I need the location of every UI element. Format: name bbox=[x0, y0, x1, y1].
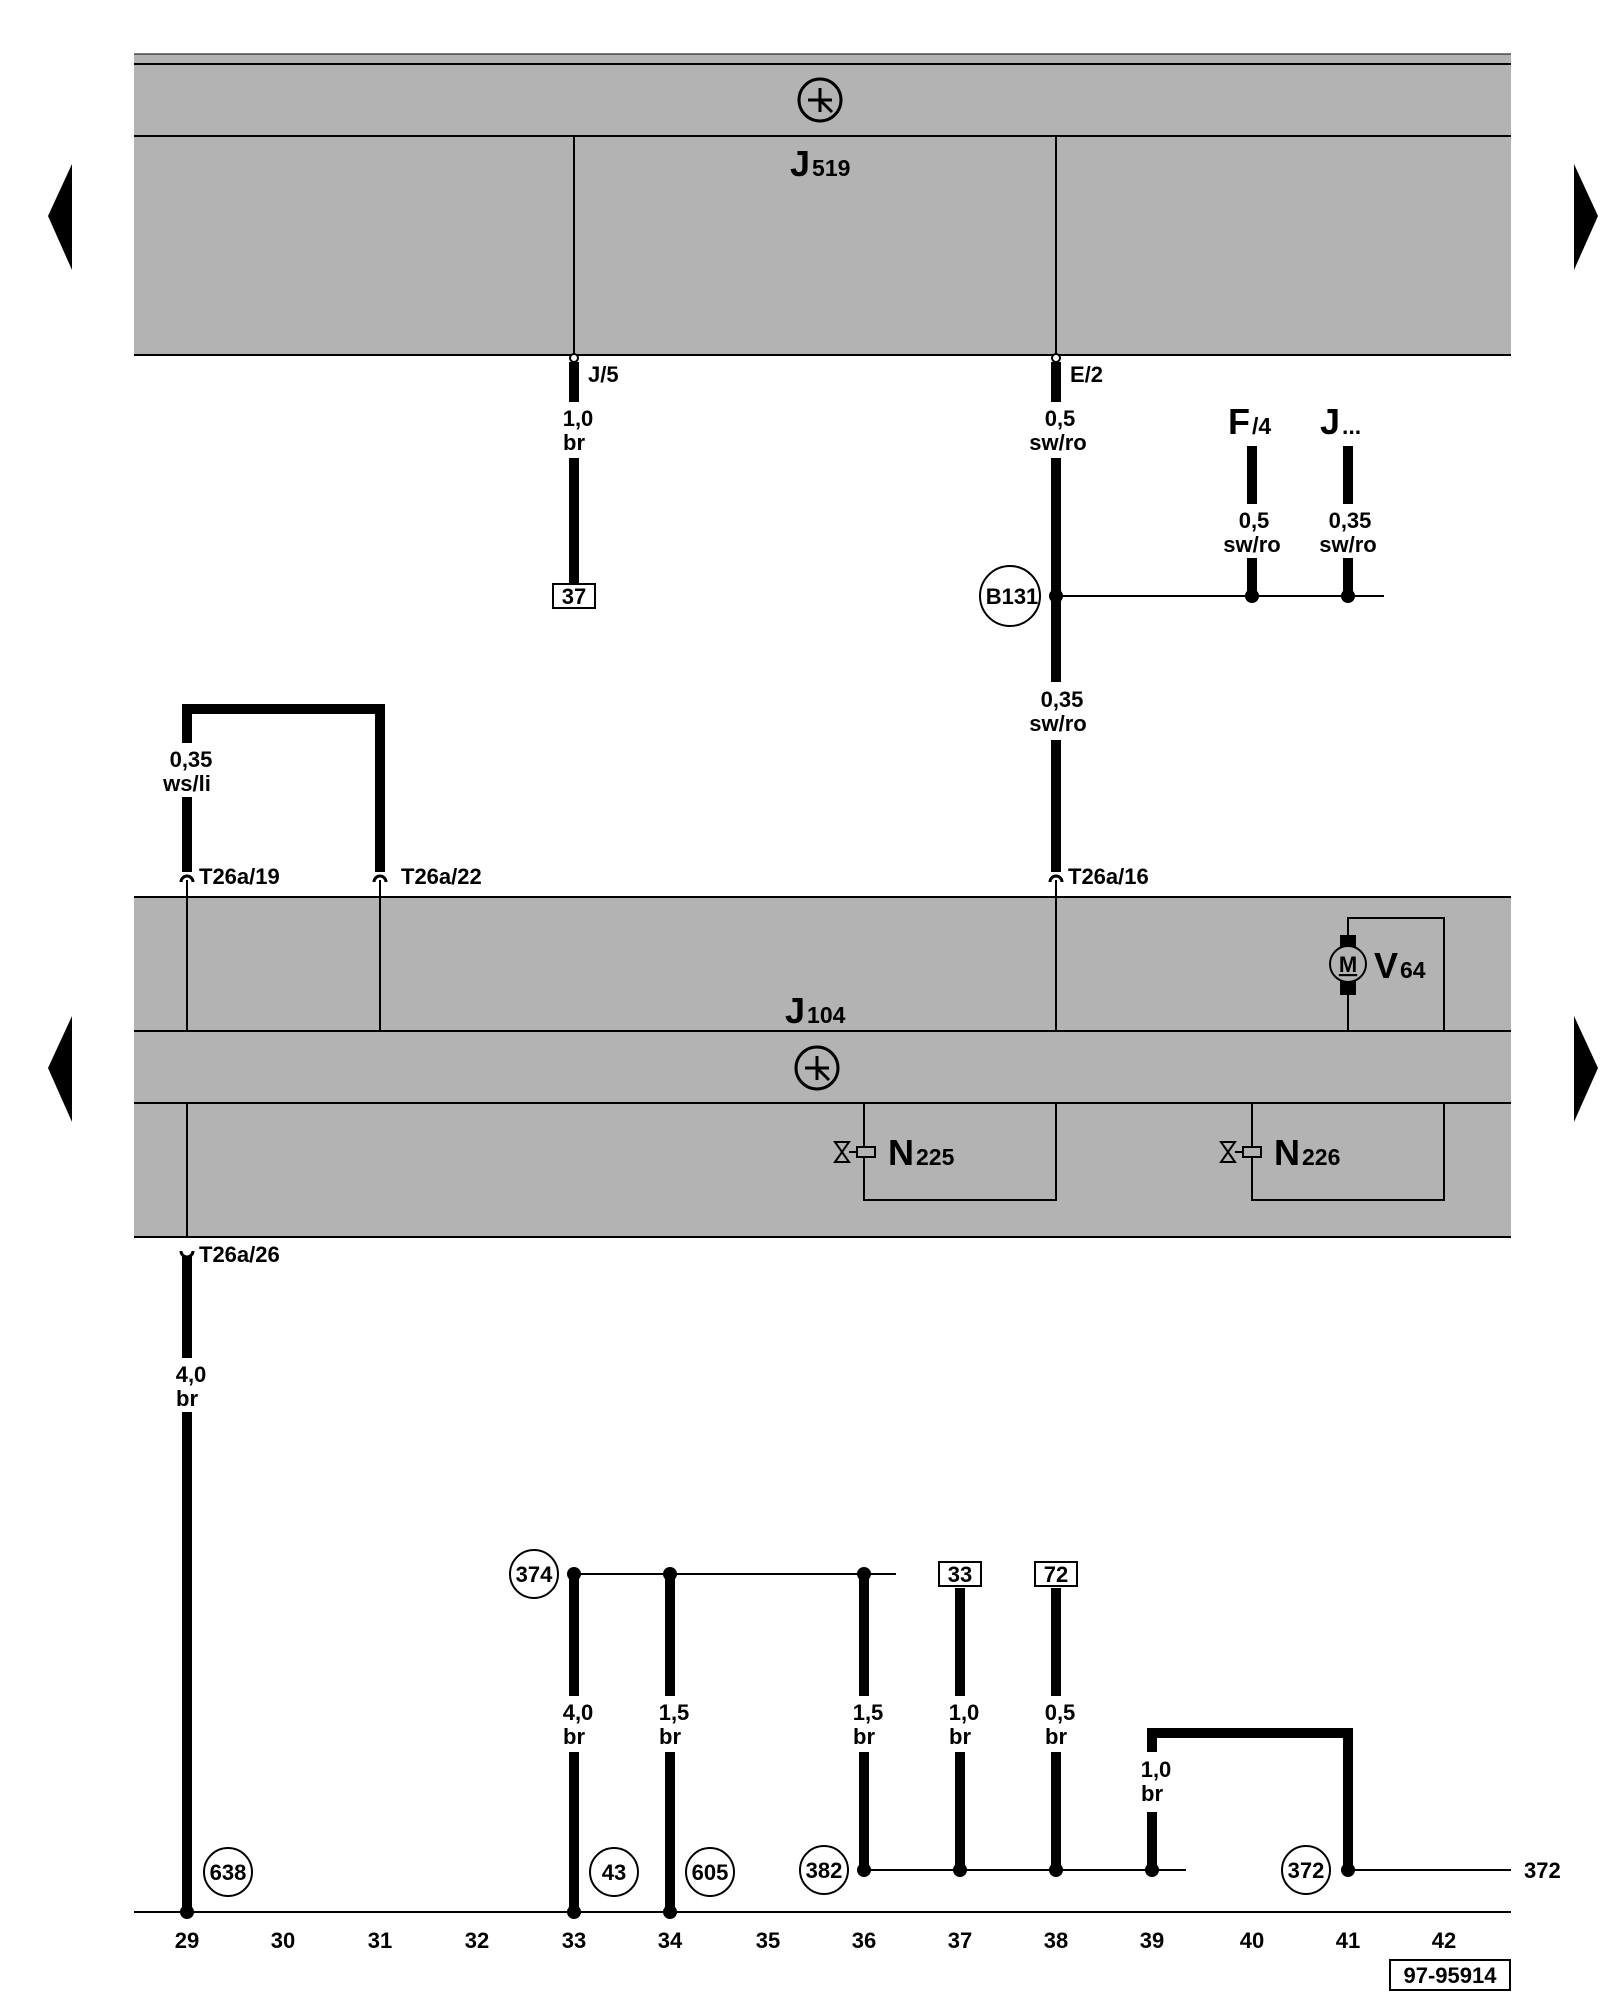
wire-36-size: 1,5 bbox=[853, 1700, 884, 1725]
page-forward-arrow-icon[interactable] bbox=[1574, 164, 1598, 270]
ref-circle-382: 382 bbox=[806, 1858, 843, 1883]
ref-box-37: 37 bbox=[562, 584, 586, 609]
scale-29: 29 bbox=[175, 1928, 199, 1953]
motor-v64: M V64 bbox=[1329, 917, 1445, 1031]
motor-icon bbox=[1329, 945, 1367, 983]
wire-33-color: br bbox=[563, 1724, 585, 1749]
scale-bar: 29 30 31 32 33 34 35 36 37 38 39 40 41 4… bbox=[134, 1911, 1511, 1991]
j519-label: J519 bbox=[790, 143, 850, 184]
v64-label: V64 bbox=[1374, 945, 1426, 986]
wire-t16-size: 0,35 bbox=[1041, 687, 1084, 712]
pin-t16-label: T26a/16 bbox=[1068, 864, 1149, 889]
wire-37-color: br bbox=[949, 1724, 971, 1749]
j-dots-label: J... bbox=[1320, 401, 1361, 442]
module-j519: J519 bbox=[134, 53, 1511, 356]
ref-circle-605: 605 bbox=[692, 1860, 729, 1885]
wire-jdots-color: sw/ro bbox=[1319, 532, 1376, 557]
scale-38: 38 bbox=[1044, 1928, 1068, 1953]
ecu-symbol-icon bbox=[797, 77, 843, 123]
splice-b131: B131 0,5 sw/ro 0,35 sw/ro F/4 J... bbox=[979, 401, 1384, 627]
valve-n225: N225 bbox=[833, 1103, 1057, 1201]
wire-34-color: br bbox=[659, 1724, 681, 1749]
scale-32: 32 bbox=[465, 1928, 489, 1953]
wire-38-size: 0,5 bbox=[1045, 1700, 1076, 1725]
scale-40: 40 bbox=[1240, 1928, 1264, 1953]
wire-t16-color: sw/ro bbox=[1029, 711, 1086, 736]
scale-39: 39 bbox=[1140, 1928, 1164, 1953]
module-j104: J104 bbox=[134, 896, 1511, 1238]
wire-loop-size: 0,35 bbox=[170, 747, 213, 772]
svg-text:M: M bbox=[1339, 952, 1357, 977]
scale-36: 36 bbox=[852, 1928, 876, 1953]
f4-label: F/4 bbox=[1228, 401, 1271, 442]
pin-e2-label: E/2 bbox=[1070, 362, 1103, 387]
wire-37-size: 1,0 bbox=[949, 1700, 980, 1725]
j104-top-pins: T26a/19 T26a/22 T26a/16 bbox=[179, 864, 1149, 897]
ref-box-33: 33 bbox=[948, 1562, 972, 1587]
ref-circle-43: 43 bbox=[602, 1860, 626, 1885]
wire-loop-color: ws/li bbox=[162, 771, 211, 796]
scale-37: 37 bbox=[948, 1928, 972, 1953]
wire-36-color: br bbox=[853, 1724, 875, 1749]
pin-t19-label: T26a/19 bbox=[199, 864, 280, 889]
ref-box-72: 72 bbox=[1044, 1562, 1068, 1587]
wire-t26: T26a/26 4,0 br bbox=[176, 1242, 280, 1919]
valve-icon bbox=[833, 1141, 876, 1163]
scale-42: 42 bbox=[1432, 1928, 1456, 1953]
wire-33-size: 4,0 bbox=[563, 1700, 594, 1725]
wire-t26-size: 4,0 bbox=[176, 1362, 207, 1387]
wire-38-color: br bbox=[1045, 1724, 1067, 1749]
continue-372-label: 372 bbox=[1524, 1858, 1561, 1883]
wire-t26-color: br bbox=[176, 1386, 198, 1411]
scale-35: 35 bbox=[756, 1928, 780, 1953]
wire-e2-size: 0,5 bbox=[1045, 406, 1076, 431]
scale-31: 31 bbox=[368, 1928, 392, 1953]
wire-39-color: br bbox=[1141, 1781, 1163, 1806]
wire-j5: J/5 1,0 br 37 bbox=[552, 353, 619, 609]
wire-f4-size: 0,5 bbox=[1239, 508, 1270, 533]
wire-34-size: 1,5 bbox=[659, 1700, 690, 1725]
wire-j5-color: br bbox=[563, 430, 585, 455]
wire-e2-color: sw/ro bbox=[1029, 430, 1086, 455]
ref-circle-372: 372 bbox=[1288, 1858, 1325, 1883]
image-id-label: 97-95914 bbox=[1404, 1963, 1498, 1988]
n225-label: N225 bbox=[888, 1132, 955, 1173]
pin-t22-label: T26a/22 bbox=[401, 864, 482, 889]
pin-j5-label: J/5 bbox=[588, 362, 619, 387]
ref-circle-638: 638 bbox=[210, 1860, 247, 1885]
scale-30: 30 bbox=[271, 1928, 295, 1953]
wire-e2: E/2 0,5 sw/ro 0,35 sw/ro bbox=[1029, 353, 1103, 872]
page-back-arrow-lower-icon[interactable] bbox=[48, 1016, 72, 1122]
page-forward-arrow-lower-icon[interactable] bbox=[1574, 1016, 1598, 1122]
scale-33: 33 bbox=[562, 1928, 586, 1953]
valve-n226: N226 bbox=[1219, 1103, 1445, 1201]
valve-icon bbox=[1219, 1141, 1262, 1163]
pin-t26-label: T26a/26 bbox=[199, 1242, 280, 1267]
j104-label: J104 bbox=[785, 990, 846, 1031]
wire-39-size: 1,0 bbox=[1141, 1757, 1172, 1782]
wire-j5-size: 1,0 bbox=[563, 406, 594, 431]
wire-loop-ws-li: 0,35 ws/li bbox=[162, 704, 385, 872]
scale-34: 34 bbox=[658, 1928, 683, 1953]
n226-label: N226 bbox=[1274, 1132, 1340, 1173]
wire-f4-color: sw/ro bbox=[1223, 532, 1280, 557]
b131-label: B131 bbox=[986, 584, 1039, 609]
scale-41: 41 bbox=[1336, 1928, 1360, 1953]
ground-network: 374 33 72 4,0 br 1,5 br 1,5 br 1,0 br 0,… bbox=[203, 1549, 1561, 1919]
wire-jdots-size: 0,35 bbox=[1329, 508, 1372, 533]
ref-circle-374: 374 bbox=[516, 1562, 553, 1587]
page-back-arrow-icon[interactable] bbox=[48, 164, 72, 270]
ecu-symbol-lower-icon bbox=[794, 1045, 840, 1091]
